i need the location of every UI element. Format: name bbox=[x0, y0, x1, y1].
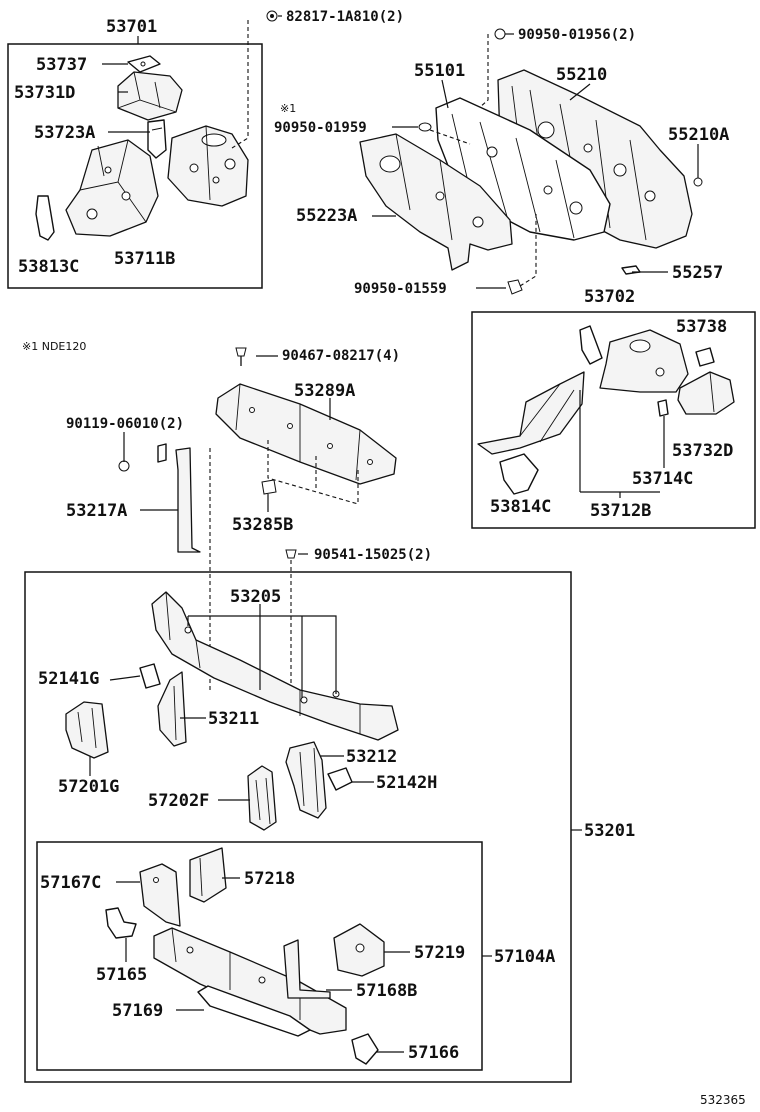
label-53737: 53737 bbox=[36, 55, 87, 75]
group-box-53701 bbox=[7, 43, 263, 289]
label-53814C: 53814C bbox=[490, 497, 551, 517]
part-53732D-drawing bbox=[677, 371, 735, 415]
label-55210A: 55210A bbox=[668, 125, 729, 145]
dash-line-90950-01959 bbox=[429, 129, 471, 145]
label-53201: 53201 bbox=[584, 821, 635, 841]
clip-82817-drawing bbox=[266, 10, 278, 22]
label-57169: 57169 bbox=[112, 1001, 163, 1021]
label-90467-08217: 90467-08217(4) bbox=[282, 348, 400, 364]
part-53737-drawing bbox=[127, 55, 161, 73]
label-53714C: 53714C bbox=[632, 469, 693, 489]
label-82817-1A810: 82817-1A810(2) bbox=[286, 9, 404, 25]
clip-90467-drawing bbox=[235, 347, 247, 366]
part-57168B-drawing bbox=[283, 939, 331, 999]
label-53211: 53211 bbox=[208, 709, 259, 729]
label-footnote: ※1 NDE120 bbox=[22, 340, 86, 353]
clip-90950-01959-drawing bbox=[418, 122, 432, 132]
lead-53205 bbox=[187, 604, 337, 698]
part-53814C-drawing bbox=[499, 453, 539, 495]
label-57168B: 57168B bbox=[356, 981, 417, 1001]
label-53731D: 53731D bbox=[14, 83, 75, 103]
part-53738-drawing bbox=[695, 347, 715, 367]
label-53212: 53212 bbox=[346, 747, 397, 767]
part-57167C-drawing bbox=[139, 863, 181, 927]
label-diagram-id: 532365 bbox=[700, 1093, 746, 1107]
part-53813C-drawing bbox=[35, 195, 55, 241]
label-57219: 57219 bbox=[414, 943, 465, 963]
label-57218: 57218 bbox=[244, 869, 295, 889]
label-57201G: 57201G bbox=[58, 777, 119, 797]
label-53217A: 53217A bbox=[66, 501, 127, 521]
part-53731D-drawing bbox=[117, 71, 183, 121]
part-53285B-drawing bbox=[261, 479, 277, 495]
label-52141G: 52141G bbox=[38, 669, 99, 689]
label-57165: 57165 bbox=[96, 965, 147, 985]
label-57167C: 57167C bbox=[40, 873, 101, 893]
label-55257: 55257 bbox=[672, 263, 723, 283]
label-90950-01559: 90950-01559 bbox=[354, 281, 447, 297]
group-box-53702 bbox=[471, 311, 756, 529]
part-53217A-drawing bbox=[157, 443, 201, 553]
part-52141G-drawing bbox=[139, 663, 161, 689]
part-55257-drawing bbox=[621, 265, 641, 275]
label-55101: 55101 bbox=[414, 61, 465, 81]
part-53723A-drawing bbox=[147, 119, 167, 159]
part-57169-drawing bbox=[197, 985, 311, 1037]
apron-upper-drawing bbox=[167, 125, 249, 207]
label-55210: 55210 bbox=[556, 65, 607, 85]
label-90119-06010: 90119-06010(2) bbox=[66, 416, 184, 432]
part-52142H-drawing bbox=[327, 767, 353, 791]
label-53813C: 53813C bbox=[18, 257, 79, 277]
bolt-90119-drawing bbox=[118, 460, 130, 472]
label-53205: 53205 bbox=[230, 587, 281, 607]
part-57202F-drawing bbox=[247, 765, 277, 831]
bolt-90541-drawing bbox=[285, 549, 297, 559]
part-53289A-drawing bbox=[215, 383, 397, 485]
clip-90950-01956-drawing bbox=[494, 28, 506, 40]
label-53711B: 53711B bbox=[114, 249, 175, 269]
part-57219-drawing bbox=[333, 923, 385, 977]
dash-line-90950-01956 bbox=[469, 34, 489, 117]
part-55223A-drawing bbox=[359, 133, 513, 271]
label-57104A: 57104A bbox=[494, 947, 555, 967]
part-53714C-drawing bbox=[657, 399, 669, 417]
part-53711B-drawing bbox=[65, 139, 159, 237]
label-53712B: 53712B bbox=[590, 501, 651, 521]
label-90950-01959: 90950-01959 bbox=[274, 120, 367, 136]
part-53212-drawing bbox=[285, 741, 327, 819]
label-55223A: 55223A bbox=[296, 206, 357, 226]
apron-upper-rh-drawing bbox=[599, 329, 689, 393]
label-53732D: 53732D bbox=[672, 441, 733, 461]
part-53712B-drawing bbox=[477, 325, 603, 455]
label-53289A: 53289A bbox=[294, 381, 355, 401]
dash-line-82817 bbox=[231, 20, 249, 149]
label-90950-01956: 90950-01956(2) bbox=[518, 27, 636, 43]
label-note-mark: ※1 bbox=[280, 102, 296, 115]
bolt-55210A-drawing bbox=[693, 177, 703, 187]
part-57165-drawing bbox=[105, 907, 137, 939]
part-53211-drawing bbox=[157, 671, 187, 747]
label-53723A: 53723A bbox=[34, 123, 95, 143]
clip-90950-01559-drawing bbox=[507, 279, 523, 295]
label-90541-15025: 90541-15025(2) bbox=[314, 547, 432, 563]
dash-53285B bbox=[267, 440, 359, 505]
part-57166-drawing bbox=[351, 1033, 379, 1065]
label-57202F: 57202F bbox=[148, 791, 209, 811]
part-57201G-drawing bbox=[65, 701, 109, 759]
part-57218-drawing bbox=[189, 847, 227, 903]
leader-lines bbox=[89, 15, 699, 1053]
label-52142H: 52142H bbox=[376, 773, 437, 793]
label-57166: 57166 bbox=[408, 1043, 459, 1063]
label-53701: 53701 bbox=[106, 17, 157, 37]
label-53738: 53738 bbox=[676, 317, 727, 337]
part-53205-drawing bbox=[151, 591, 399, 741]
label-53702: 53702 bbox=[584, 287, 635, 307]
group-box-53201 bbox=[24, 571, 572, 1083]
label-53285B: 53285B bbox=[232, 515, 293, 535]
